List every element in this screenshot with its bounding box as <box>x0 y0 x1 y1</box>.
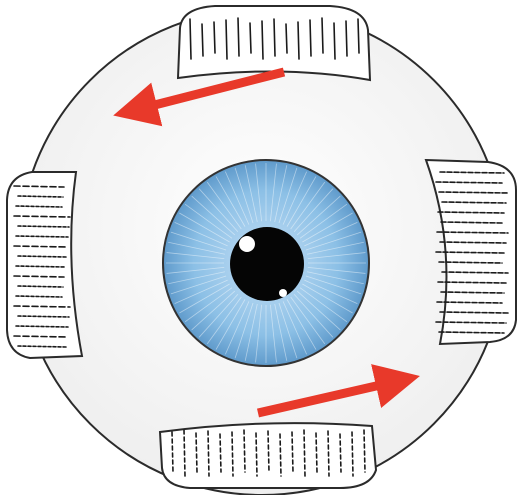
pupil-highlight-small <box>279 289 287 297</box>
pupil-highlight <box>239 236 255 252</box>
pupil <box>230 227 304 301</box>
medial-muscle <box>7 172 82 358</box>
superior-muscle <box>178 6 370 80</box>
inferior-muscle <box>160 423 376 488</box>
